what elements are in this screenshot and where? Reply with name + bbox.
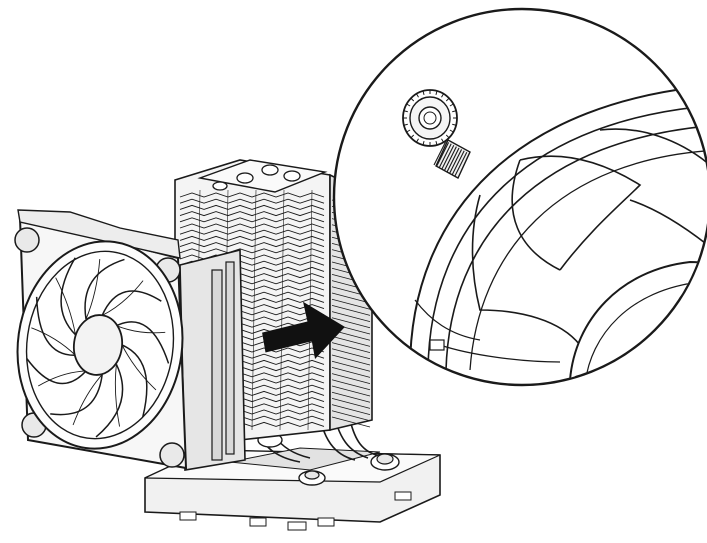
screw-thread	[454, 151, 468, 177]
head-notch	[441, 93, 444, 98]
heatsink-fin	[179, 223, 325, 229]
screw-thread	[451, 150, 465, 176]
head-notch	[410, 134, 415, 139]
head-notch	[435, 141, 438, 146]
heatsink-fin	[179, 192, 325, 198]
fan-blade	[50, 374, 103, 416]
side-fin	[331, 373, 371, 384]
fin-seam	[279, 189, 285, 431]
screw-thread	[443, 146, 457, 171]
side-fin	[331, 385, 371, 397]
side-fin	[331, 416, 371, 428]
heatsink-fin	[179, 235, 325, 241]
head-notch	[416, 138, 419, 143]
head-notch	[406, 129, 411, 133]
head-notch	[410, 97, 415, 102]
head-notch	[449, 103, 454, 107]
side-fin	[331, 354, 371, 366]
side-fin	[331, 311, 371, 322]
fan-blade	[101, 290, 162, 316]
fan-blade	[60, 257, 76, 336]
side-fin	[331, 317, 371, 329]
head-notch	[406, 103, 411, 107]
clip-screw	[402, 89, 471, 179]
head-notch	[452, 123, 457, 126]
side-fin	[331, 342, 371, 353]
side-fin	[331, 348, 371, 360]
side-fin	[331, 404, 371, 415]
fan-blade-edge	[72, 374, 103, 426]
heatsink-fin	[179, 229, 325, 235]
heatsink-fin	[179, 211, 325, 217]
push-direction-arrow	[262, 301, 345, 360]
fan-blade-edge	[31, 327, 76, 356]
side-fin	[331, 398, 371, 409]
heatsink-fin	[179, 204, 325, 210]
screw-thread	[441, 144, 455, 170]
fan-blade	[95, 363, 124, 438]
fan-blade	[26, 358, 87, 385]
head-notch	[403, 123, 408, 126]
fan-blade-edge	[85, 258, 101, 320]
head-notch	[445, 134, 450, 139]
side-fin	[331, 410, 371, 422]
head-notch	[445, 97, 450, 102]
head-notch	[403, 110, 408, 113]
screw-thread	[449, 149, 463, 174]
head-notch	[441, 138, 444, 143]
head-notch	[422, 90, 425, 95]
heatsink-fin	[179, 217, 325, 223]
side-fin	[331, 379, 371, 391]
fan-blades	[26, 257, 170, 438]
fan-blade-edge	[38, 370, 87, 387]
side-fin	[331, 391, 371, 403]
fan-blade-edge	[55, 277, 76, 335]
screw-thread	[433, 140, 447, 166]
fin-seam	[251, 189, 257, 431]
fan-blade-edge	[101, 280, 144, 316]
head-notch	[422, 141, 425, 146]
fan-blade-edge	[116, 325, 166, 334]
side-fin	[331, 360, 371, 372]
screw-thread	[446, 147, 460, 173]
detail-callout	[332, 7, 707, 387]
side-fin	[331, 298, 371, 310]
side-fin	[331, 336, 371, 347]
fan-blade-edge	[114, 364, 121, 427]
heatsink-fin	[179, 248, 325, 254]
heatsink-fin	[179, 242, 325, 248]
head-notch	[452, 110, 457, 113]
fan-blade	[84, 258, 125, 320]
head-notch	[416, 93, 419, 98]
head-notch	[435, 90, 438, 95]
side-fin	[331, 305, 371, 316]
fan-blade	[35, 296, 76, 357]
screw-thread	[438, 143, 452, 169]
side-fin	[331, 367, 371, 378]
fan-blade	[116, 321, 170, 364]
fan-blade-edge	[121, 344, 157, 391]
heatsink-fin	[179, 198, 325, 204]
head-notch	[449, 129, 454, 133]
cooling-fan	[14, 209, 246, 471]
side-fin	[331, 292, 371, 304]
fan-blade	[121, 344, 148, 418]
screw-thread	[436, 142, 450, 167]
